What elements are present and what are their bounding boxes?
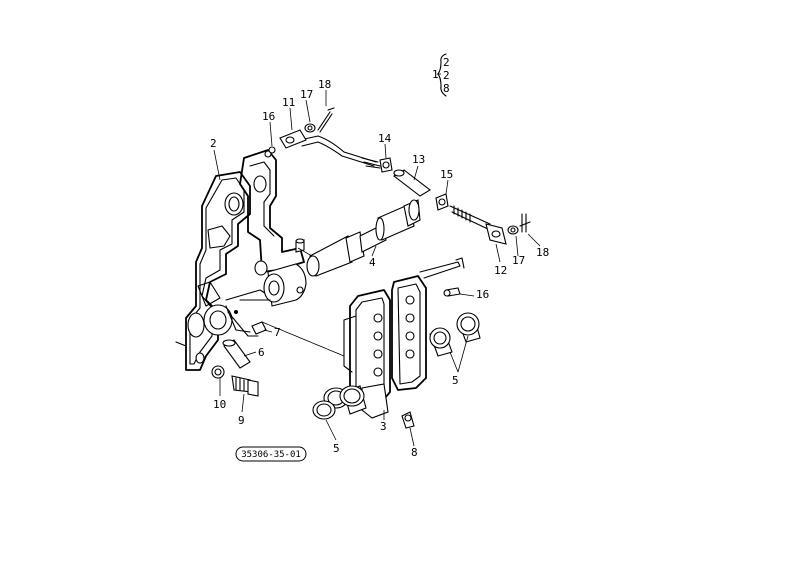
callout-5-lower: 5	[333, 442, 340, 455]
pin-part	[222, 311, 259, 369]
callout-16-top: 16	[262, 110, 275, 123]
hub-collar	[225, 263, 307, 333]
reference-code: 35306-35-01	[241, 450, 301, 460]
callout-16-right: 16	[476, 288, 489, 301]
split-pin-18-right	[519, 213, 531, 233]
callout-13: 13	[412, 153, 425, 166]
callout-7: 7	[274, 326, 281, 339]
variant-option-1: 2	[443, 56, 450, 69]
variant-note-prefix: 1	[432, 68, 439, 81]
callout-5-upper: 5	[452, 374, 459, 387]
grease-nipple-8	[401, 411, 415, 429]
callout-6: 6	[258, 346, 265, 359]
callout-2: 2	[210, 137, 217, 150]
variant-option-3: 8	[443, 82, 450, 95]
callout-11: 11	[282, 96, 295, 109]
clevis-12-part	[485, 223, 507, 245]
split-pin-18-top	[317, 107, 335, 133]
grease-nipple-part	[234, 310, 267, 335]
pin-16-top	[268, 146, 276, 154]
bolt-part	[231, 375, 259, 397]
bushing-5-lower	[312, 385, 367, 420]
callout-17-top: 17	[300, 88, 313, 101]
leader-lines	[213, 90, 541, 447]
pin-16-right	[443, 287, 461, 297]
washer-17-top	[304, 123, 316, 133]
callout-17-right: 17	[512, 254, 525, 267]
callout-labels: 2 16 11 17 18 14 13 15 4 12 17 18 16 7 6…	[210, 78, 549, 459]
reference-code-badge: 35306-35-01	[235, 446, 307, 462]
washer-part	[211, 365, 225, 379]
callout-8: 8	[411, 446, 418, 459]
lever-arm-part	[343, 257, 465, 419]
callout-14: 14	[378, 132, 392, 145]
callout-12: 12	[494, 264, 507, 277]
variant-note: 1 2 2 8	[432, 53, 450, 97]
inner-bracket-part	[239, 149, 305, 276]
variant-option-2: 2	[443, 69, 450, 82]
threaded-rod-part	[449, 205, 491, 231]
bushing-5-upper	[429, 312, 481, 357]
callout-9: 9	[238, 414, 245, 427]
callout-18-top: 18	[318, 78, 331, 91]
nut-15-part	[435, 193, 449, 211]
cross-shaft-part	[306, 199, 421, 277]
callout-10: 10	[213, 398, 226, 411]
callout-18-right: 18	[536, 246, 549, 259]
callout-15: 15	[440, 168, 453, 181]
callout-4: 4	[369, 256, 376, 269]
callout-3: 3	[380, 420, 387, 433]
assembly-centerlines	[261, 247, 345, 357]
nut-14-part	[379, 157, 393, 173]
washer-17-right	[507, 225, 519, 235]
linkage-rod-part	[279, 129, 381, 169]
turnbuckle-13-part	[393, 169, 431, 197]
